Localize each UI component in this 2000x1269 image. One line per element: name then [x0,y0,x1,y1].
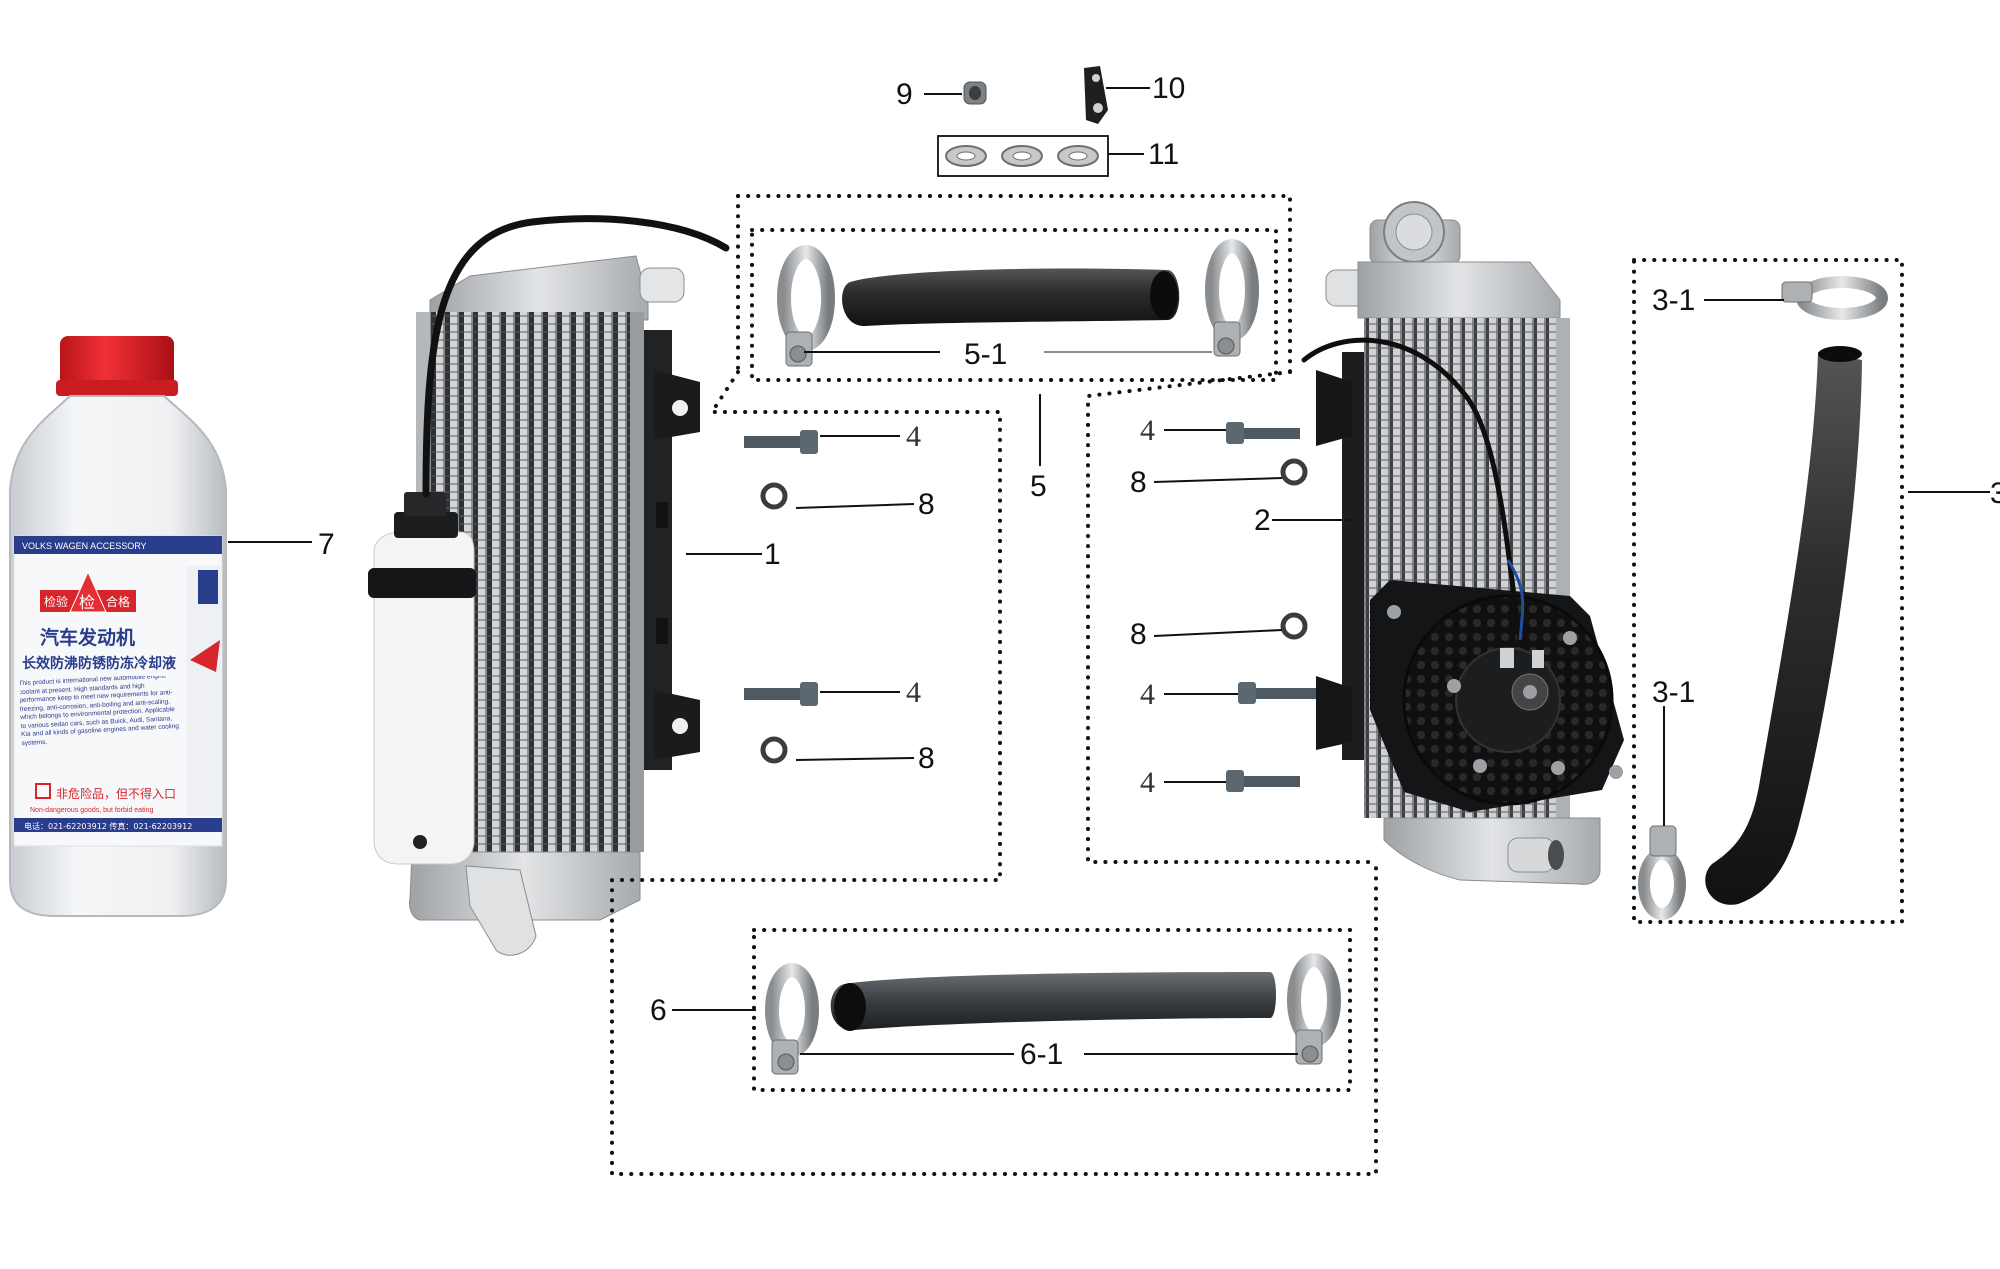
callout-6-1: 6-1 [1020,1038,1063,1071]
bolt-4-left-bottom [744,682,818,706]
hose-5-clamp-left [777,245,835,367]
callout-6: 6 [650,994,667,1027]
right-mount-hardware [1086,370,1378,864]
washer-8-right-2 [1280,612,1308,640]
hose-6-clamp-left [765,963,819,1075]
bottle-phone: 电话：021-62203912 传真：021-62203912 [24,821,192,831]
hose-6-1-frame [752,928,1352,1092]
bottle-side-panel [186,566,222,816]
hose-3-assembly [1632,258,1904,924]
bottle-title-line1: 汽车发动机 [40,626,135,649]
bolt-4-right-1 [1226,422,1300,444]
bottle-cap-ring [56,380,178,396]
callout-5: 5 [1030,470,1047,503]
callout-labels: 7 1 2 3 9 10 11 5-1 5 4 8 4 8 4 8 8 4 4 … [318,72,2000,1071]
bottle-badge: 检验 检 合格 [40,570,136,613]
hose-6-tube [830,972,1276,1031]
washer-8-left-bottom [760,736,788,764]
bolt-4-right-2 [1238,682,1316,704]
badge-right-text: 合格 [106,594,130,609]
right-hardware-frame [1086,370,1378,864]
callout-8-right-2: 8 [1130,618,1147,651]
left-radiator [368,215,730,956]
bottle-phone-bar [14,818,222,832]
part-10-bracket [1084,66,1108,124]
left-hardware-frame [610,370,1378,1176]
callout-9: 9 [896,78,913,111]
bolt-4-left-top [744,430,818,454]
callout-8-right-1: 8 [1130,466,1147,499]
hose-5-clamp-right [1205,239,1259,357]
hose-6-clamp-right [1287,953,1341,1065]
hose-3-clamp-top [1781,276,1888,320]
bottle-warning: 非危险品，但不得入口 [56,786,176,801]
callout-4-left-bottom: 4 [906,676,921,709]
bottle-title-line2: 长效防沸防锈防冻冷却液 [22,655,177,672]
callout-3: 3 [1990,477,2000,510]
bottle-warning-en: Non-dangerous goods, but forbid eating [30,807,153,814]
callout-4-left-top: 4 [906,420,921,453]
bottle-body-text: This product is international new automo… [20,676,180,747]
badge-center-text: 检 [79,593,95,612]
bottle-warning-box [35,783,51,799]
hose-5-1-frame [750,228,1278,382]
callout-10: 10 [1152,72,1185,105]
callout-1: 1 [764,538,781,571]
hose-6-assembly [752,928,1352,1092]
washer-8-right-1 [1280,458,1308,486]
callout-8-left-top: 8 [918,488,935,521]
bottle-label-top-text: VOLKS WAGEN ACCESSORY [22,541,147,551]
callout-2: 2 [1254,504,1271,537]
badge-left-text: 检验 [44,594,68,609]
washer-8-left-top [760,482,788,510]
hose-3-tube [1705,352,1862,905]
part-11-box [937,135,1109,177]
left-mount-hardware [610,370,1378,1176]
coolant-bottle: VOLKS WAGEN ACCESSORY 检验 检 合格 汽车发动机 长效防沸… [9,336,227,917]
callout-3-1-top: 3-1 [1652,284,1695,317]
callout-5-1: 5-1 [964,338,1007,371]
bottle-label-topbar [14,536,222,554]
callout-4-right-2: 4 [1140,678,1155,711]
leader-lines [228,87,1990,1055]
hose-5-assembly [736,194,1292,382]
right-radiator [1301,201,1624,885]
callout-7: 7 [318,528,335,561]
callout-3-1-bottom: 3-1 [1652,676,1695,709]
callout-4-right-1: 4 [1140,414,1155,447]
callout-8-left-bottom: 8 [918,742,935,775]
part-9-nut [963,81,987,105]
bottle-cap [60,336,174,394]
callout-4-right-3: 4 [1140,766,1155,799]
part-11-washers [937,135,1109,177]
hose-3-clamp-bottom [1638,825,1686,920]
bolt-4-right-3 [1226,770,1300,792]
callout-11: 11 [1148,138,1179,171]
hose-5-tube [842,268,1180,327]
